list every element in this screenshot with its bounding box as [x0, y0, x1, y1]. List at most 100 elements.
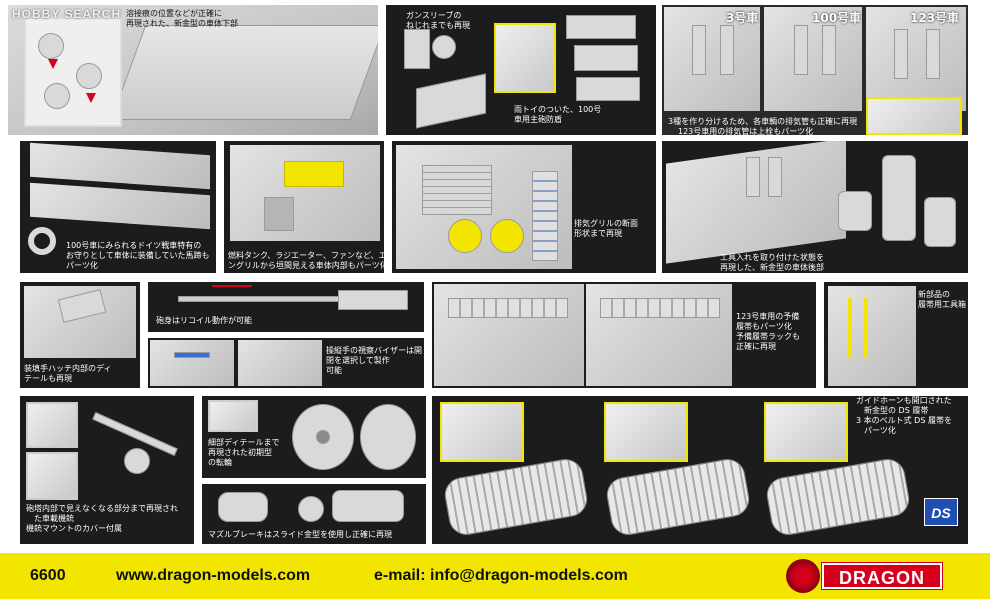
- caption-ds-tracks: ガイドホーンも開口された 新金型の DS 履帯 3 本のベルト式 DS 履帯を …: [856, 396, 952, 435]
- mantlet-part: [566, 15, 636, 39]
- panel-muzzle-brake: マズルブレーキはスライド金型を使用し正確に再現: [202, 484, 426, 544]
- track-detail-inset: [440, 402, 524, 462]
- caption-track-toolbox: 新部品の 履帯用工具箱: [918, 290, 966, 309]
- exhaust-photo-123: [866, 7, 966, 111]
- mg-mount-part: [124, 448, 150, 474]
- exhaust-pipe: [822, 25, 836, 75]
- panel-exhaust-grill: 排気グリルの断面 形状まで再現: [392, 141, 656, 273]
- horseshoe-part: [28, 227, 56, 255]
- ds-logo: DS: [924, 498, 958, 526]
- variant-label-123: 123号車: [910, 11, 960, 25]
- radiator-part: [264, 197, 294, 231]
- breech-part: [338, 290, 408, 310]
- caption-horseshoe: 100号車にみられるドイツ戦車特有の お守りとして車体に装備していた馬蹄も パー…: [66, 241, 210, 270]
- panel-horseshoe: 100号車にみられるドイツ戦車特有の お守りとして車体に装備していた馬蹄も パー…: [20, 141, 216, 273]
- panel-exhaust-variants: 3号車 100号車 123号車 3種を作り分けるため、各車輌の排気管も正確に再現…: [662, 5, 968, 135]
- track-detail-inset: [764, 402, 848, 462]
- variant-label-3: 3号車: [726, 11, 759, 25]
- gun-sleeve-part: [404, 29, 430, 69]
- mg-cover-inset-top: [26, 402, 78, 448]
- caption-machine-gun: 砲塔内部で見えなくなる部分まで再現され た車載機銃 機銃マウントのカバー付属: [26, 504, 178, 533]
- dragon-wordmark: DRAGON: [821, 562, 943, 590]
- caption-spare-tracks: 123号車用の予備 履帯もパーツ化 予備履帯ラックも 正確に再現: [736, 312, 800, 351]
- panel-road-wheels: 細部ディテールまで 再現された初期型 の転輪: [202, 396, 426, 478]
- engine-bay-photo: [230, 145, 380, 241]
- fender-rail-photo: [30, 142, 210, 190]
- fan-highlight: [490, 219, 524, 253]
- muzzle-ring-part: [298, 496, 324, 522]
- spare-track-part: [448, 298, 568, 318]
- caption-rear-hull: 工具入れを取り付けた状態を 再現した、新金型の車体後部: [720, 253, 824, 272]
- mantlet-part: [576, 77, 640, 101]
- footer-bar: 6600 www.dragon-models.com e-mail: info@…: [0, 553, 990, 599]
- panel-gun-mantlet: ガンスリーブの ねじれまでも再現 雨トイのついた、100号 車用主砲防盾: [386, 5, 656, 135]
- caption-gun-sleeve: ガンスリーブの ねじれまでも再現: [406, 11, 470, 30]
- exhaust-cover-part: [924, 197, 956, 247]
- fender-rail-photo: [30, 182, 210, 230]
- caption-gun-barrel: 砲身はリコイル動作が可能: [156, 316, 252, 325]
- website-link[interactable]: www.dragon-models.com: [116, 567, 311, 584]
- panel-spare-tracks: 123号車用の予備 履帯もパーツ化 予備履帯ラックも 正確に再現: [432, 282, 816, 388]
- toolbox-photo: [828, 286, 916, 386]
- panel-driver-visor: 操縦手の視察バイザーは開閉を選択して製作 可能: [148, 338, 424, 388]
- caption-engine-bay: 燃料タンク、ラジエーター、ファンなど、エンジ ングリルから垣間見える車体内部もパ…: [228, 251, 384, 270]
- caption-muzzle-brake: マズルブレーキはスライド金型を使用し正確に再現: [208, 530, 392, 539]
- grill-mesh: [422, 165, 492, 215]
- panel-ds-tracks: ガイドホーンも開口された 新金型の DS 履帯 3 本のベルト式 DS 履帯を …: [432, 396, 968, 544]
- weld-detail-inset: [24, 17, 122, 127]
- exhaust-pipe: [894, 29, 908, 79]
- rear-exhaust-part: [768, 157, 782, 197]
- toolbox-strap: [848, 298, 852, 358]
- caption-hull-underside: 溶接痕の位置などが正確に 再現された、新金型の車体下部: [126, 9, 238, 28]
- caption-driver-visor: 操縦手の視察バイザーは開閉を選択して製作 可能: [326, 346, 422, 375]
- wheel-detail-inset: [208, 400, 258, 432]
- rain-gutter-inset: [494, 23, 556, 93]
- exhaust-pipe: [692, 25, 706, 75]
- mg-cover-inset-bottom: [26, 452, 78, 500]
- gun-sleeve-part: [432, 35, 456, 59]
- exhaust-pipe: [720, 25, 734, 75]
- panel-machine-gun: 砲塔内部で見えなくなる部分まで再現され た車載機銃 機銃マウントのカバー付属: [20, 396, 194, 544]
- exhaust-photo-100: [764, 7, 862, 111]
- panel-hull-underside: HOBBY SEARCH 溶接痕の位置などが正確に 再現された、新金型の車体下部: [8, 5, 378, 135]
- hull-plate: [110, 25, 378, 120]
- visor-closed-photo: [238, 340, 322, 386]
- watermark-text: HOBBY SEARCH: [12, 7, 122, 21]
- email-link[interactable]: e-mail: info@dragon-models.com: [374, 567, 628, 584]
- caption-exhaust: 3種を作り分けるため、各車輌の排気管も正確に再現 123号車用の排気管は上栓もパ…: [668, 117, 858, 135]
- exhaust-pipe: [794, 25, 808, 75]
- visor-highlight: [174, 352, 210, 358]
- caption-exhaust-grill: 排気グリルの断面 形状まで再現: [574, 219, 638, 238]
- caption-mantlet: 雨トイのついた、100号 車用主砲防盾: [514, 105, 602, 124]
- fan-highlight: [448, 219, 482, 253]
- panel-engine-bay: 燃料タンク、ラジエーター、ファンなど、エンジ ングリルから垣間見える車体内部もパ…: [224, 141, 384, 273]
- weld-disc: [38, 33, 64, 59]
- recoil-arrow-icon: [212, 285, 252, 287]
- weld-disc: [76, 63, 102, 89]
- caption-loader-hatch: 装填手ハッチ内部のディ テールも再現: [24, 364, 112, 383]
- dragon-logo: DRAGON: [782, 559, 944, 593]
- spare-track-part: [600, 298, 720, 318]
- weld-disc: [44, 83, 70, 109]
- caption-road-wheels: 細部ディテールまで 再現された初期型 の転輪: [208, 438, 280, 467]
- track-detail-inset: [604, 402, 688, 462]
- rear-exhaust-part: [746, 157, 760, 197]
- toolbox-strap: [864, 298, 868, 358]
- ds-track-loop: [442, 456, 590, 538]
- ds-track-loop: [604, 456, 752, 538]
- exhaust-cover-part: [838, 191, 872, 231]
- exhaust-cover-part: [882, 155, 916, 241]
- exhaust-cap-inset: [866, 97, 962, 135]
- product-code: 6600: [30, 567, 66, 584]
- arrow-down-icon: [86, 93, 96, 103]
- panel-track-toolbox: 新部品の 履帯用工具箱: [824, 282, 968, 388]
- muzzle-brake-part: [218, 492, 268, 522]
- dragon-emblem-icon: [786, 559, 820, 593]
- road-wheel-part: [360, 404, 416, 470]
- ds-track-loop: [764, 456, 912, 538]
- mantlet-part: [574, 45, 638, 71]
- variant-label-100: 100号車: [812, 11, 862, 25]
- muzzle-brake-part: [332, 490, 404, 522]
- exhaust-pipe: [926, 29, 940, 79]
- road-wheel-hub: [316, 430, 330, 444]
